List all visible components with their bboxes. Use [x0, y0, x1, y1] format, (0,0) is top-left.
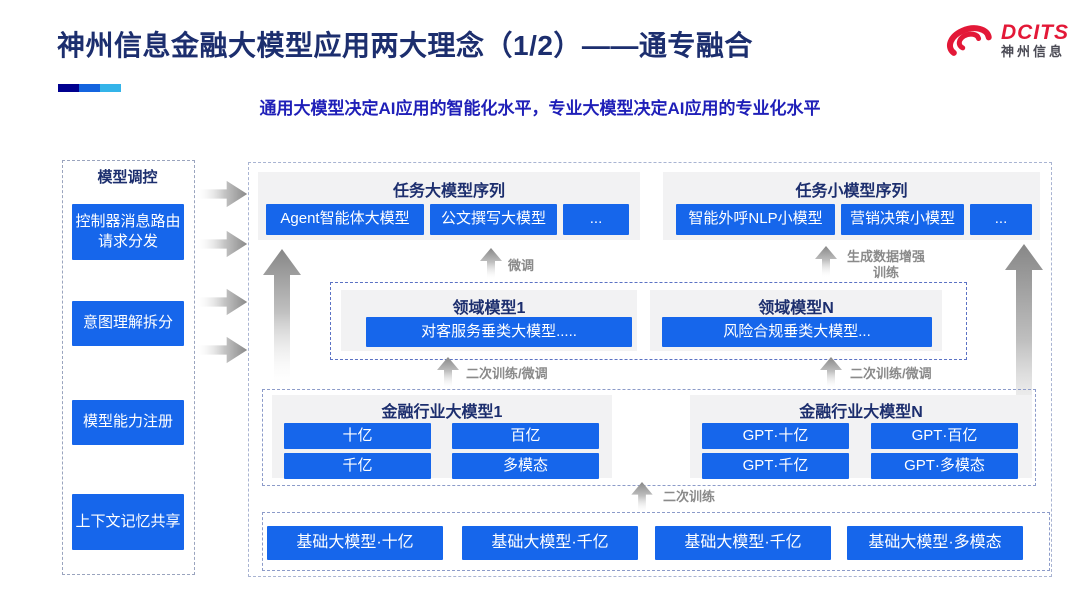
model-box-more-small: ...	[970, 204, 1032, 235]
model-box-gpt-10b: GPT·百亿	[871, 423, 1018, 449]
arrow-up-icon	[820, 357, 842, 389]
industry-model-1-title: 金融行业大模型1	[381, 404, 503, 421]
model-box-customer-service: 对客服务垂类大模型.....	[366, 317, 632, 347]
domain-model-1-title: 领域模型1	[452, 300, 526, 317]
company-logo: DCITS 神州信息	[945, 20, 1069, 62]
page-title: 神州信息金融大模型应用两大理念（1/2）——通专融合	[57, 30, 753, 61]
sidebar-item-capability-register: 模型能力注册	[72, 400, 184, 445]
arrow-up-icon	[437, 357, 459, 389]
sidebar-item-router-dispatch: 控制器消息路由请求分发	[72, 204, 184, 260]
flow-arrow-right-icon	[196, 336, 248, 364]
model-box-gpt-100b: GPT·千亿	[702, 453, 849, 479]
model-box-base-multimodal: 基础大模型·多模态	[847, 526, 1023, 560]
model-box-more-large: ...	[563, 204, 629, 235]
model-box-marketing-decision: 营销决策小模型	[841, 204, 964, 235]
label-gen-data-train: 生成数据增强训练	[846, 249, 925, 281]
dcits-swirl-icon	[947, 25, 992, 56]
industry-model-n-title: 金融行业大模型N	[799, 404, 923, 421]
model-control-panel	[62, 160, 195, 575]
label-second-train-ft-right: 二次训练/微调	[850, 366, 932, 381]
model-box-document-writing: 公文撰写大模型	[430, 204, 557, 235]
model-box-100b: 千亿	[284, 453, 431, 479]
big-arrow-up-right-icon	[1005, 244, 1043, 462]
model-box-base-100b-b: 基础大模型·千亿	[655, 526, 831, 560]
domain-models-container	[330, 282, 967, 360]
main-diagram-container	[248, 162, 1052, 577]
model-box-agent: Agent智能体大模型	[266, 204, 424, 235]
task-small-model-title: 任务小模型序列	[795, 183, 908, 200]
model-box-multimodal: 多模态	[452, 453, 599, 479]
label-second-train: 二次训练	[663, 489, 716, 504]
base-models-container	[262, 512, 1050, 571]
model-box-risk-compliance: 风险合规垂类大模型...	[662, 317, 932, 347]
logo-brand-text: DCITS	[1001, 21, 1069, 45]
arrow-up-icon	[480, 248, 502, 280]
label-second-train-ft-left: 二次训练/微调	[466, 366, 548, 381]
industry-models-container	[262, 389, 1036, 486]
flow-arrow-right-icon	[196, 230, 248, 258]
arrow-up-icon	[815, 246, 837, 278]
model-box-10b: 百亿	[452, 423, 599, 449]
model-box-base-100b-a: 基础大模型·千亿	[462, 526, 638, 560]
slide-subtitle: 通用大模型决定AI应用的智能化水平，专业大模型决定AI应用的专业化水平	[259, 99, 821, 118]
domain-model-n-title: 领域模型N	[758, 300, 834, 317]
model-box-base-1b: 基础大模型·十亿	[267, 526, 443, 560]
model-box-gpt-1b: GPT·十亿	[702, 423, 849, 449]
flow-arrow-right-icon	[196, 288, 248, 316]
arrow-up-icon	[631, 482, 653, 513]
logo-brand-cn-text: 神州信息	[1001, 44, 1066, 60]
sidebar-item-intent-split: 意图理解拆分	[72, 301, 184, 346]
model-box-nlp-outbound: 智能外呼NLP小模型	[676, 204, 835, 235]
model-box-1b: 十亿	[284, 423, 431, 449]
model-box-gpt-multimodal: GPT·多模态	[871, 453, 1018, 479]
label-fine-tune: 微调	[508, 258, 535, 273]
sidebar-item-context-memory: 上下文记忆共享	[72, 494, 184, 550]
flow-arrow-right-icon	[196, 180, 248, 208]
task-large-model-title: 任务大模型序列	[392, 183, 505, 200]
title-accent-bar	[58, 84, 121, 92]
big-arrow-up-left-icon	[263, 249, 301, 389]
sidebar-title: 模型调控	[97, 169, 158, 186]
